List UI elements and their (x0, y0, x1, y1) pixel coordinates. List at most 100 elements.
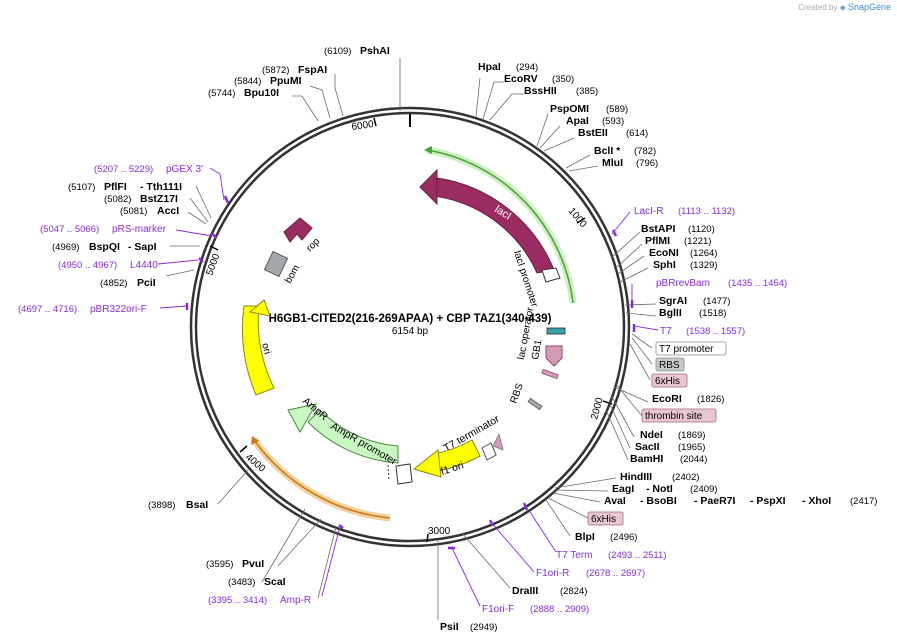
pflmi-label[interactable]: PflMI (645, 235, 670, 247)
amp-r-label[interactable]: Amp-R (280, 595, 311, 606)
bamhi-label[interactable]: BamHI (630, 453, 663, 465)
xhoi-label[interactable]: - XhoI (802, 495, 831, 507)
hindiii-label[interactable]: HindIII (620, 471, 652, 483)
eagi-pos: (2409) (690, 484, 717, 495)
bglii-pos: (1518) (699, 308, 726, 319)
t7-promoter-label: T7 promoter (659, 344, 714, 355)
t7-term-range: (2493 .. 2511) (608, 550, 666, 561)
pshai-label[interactable]: PshAI (360, 45, 390, 57)
bom-label: bom (283, 263, 302, 285)
bsshii-label[interactable]: BssHII (524, 85, 557, 97)
laci-range-line (426, 149, 574, 304)
mlui-label[interactable]: MluI (602, 157, 623, 169)
pflfi-label[interactable]: PflFI (104, 181, 127, 193)
his-tag-box-1[interactable] (651, 373, 688, 388)
pgex3-range: (5207 .. 5229) (94, 164, 153, 175)
backbone-inner (194, 111, 626, 543)
laci-r-label[interactable]: LacI-R (634, 206, 663, 217)
eagi-label[interactable]: EagI (612, 483, 634, 495)
pbrrevbam-label[interactable]: pBRrevBam (656, 278, 710, 289)
sapi-label[interactable]: - SapI (128, 241, 157, 253)
ecori-label[interactable]: EcoRI (652, 393, 682, 405)
laci-range-arrowhead (424, 146, 432, 154)
scai-label[interactable]: ScaI (264, 576, 286, 588)
ndei-label[interactable]: NdeI (640, 429, 663, 441)
rbs-label: RBS (508, 382, 525, 405)
pcii-pos: (4852) (100, 278, 127, 289)
bsai-label[interactable]: BsaI (186, 499, 208, 511)
bstz17i-label[interactable]: BstZ17I (140, 193, 178, 205)
ruler-tick-4000 (239, 445, 248, 453)
blpi-label[interactable]: BlpI (575, 531, 595, 543)
tth111i-label[interactable]: - Tth111I (140, 181, 182, 193)
avai-label[interactable]: AvaI (604, 495, 626, 507)
pvui-pos: (3595) (206, 559, 233, 570)
t7-terminator-mark (492, 432, 504, 451)
econi-label[interactable]: EcoNI (649, 247, 679, 259)
ruler-tick-6000 (373, 117, 377, 127)
econi-pos: (1264) (690, 248, 717, 259)
bpu10i-label[interactable]: Bpu10I (244, 87, 279, 99)
ndei-pos: (1869) (678, 430, 705, 441)
t7-promoter-box[interactable] (655, 341, 727, 356)
pbr322ori-f-label[interactable]: pBR322ori-F (90, 304, 147, 315)
sgrai-label[interactable]: SgrAI (659, 295, 687, 307)
apai-pos: (593) (602, 116, 624, 127)
laci-r-range: (1113 .. 1132) (678, 206, 735, 217)
paer7i-label[interactable]: - PaeR7I (694, 495, 736, 507)
psii-pos: (2949) (470, 622, 497, 633)
noti-label[interactable]: - NotI (646, 483, 673, 495)
bspqi-label[interactable]: BspQI (89, 241, 120, 253)
bcli-label[interactable]: BclI * (594, 145, 621, 157)
plasmid-length: 6154 bp (392, 326, 429, 337)
thrombin-site-box[interactable] (641, 408, 717, 423)
draiii-label[interactable]: DraIII (512, 585, 538, 597)
pspomi-label[interactable]: PspOMI (550, 103, 589, 115)
f1ori-r-label[interactable]: F1ori-R (536, 568, 569, 579)
t7-primer-label[interactable]: T7 (660, 326, 672, 337)
ampr-arrowhead (287, 403, 317, 434)
gb1-label: GB1 (530, 338, 544, 360)
ppumi-label[interactable]: PpuMI (270, 75, 302, 87)
sgrai-pos: (1477) (703, 296, 730, 307)
his-tag-box-2[interactable] (587, 511, 624, 526)
bsobi-label[interactable]: - BsoBI (640, 495, 677, 507)
pgex3-label[interactable]: pGEX 3' (166, 164, 203, 175)
l4440-label[interactable]: L4440 (130, 260, 158, 271)
fspai-pos: (5872) (262, 65, 289, 76)
sacii-pos: (1965) (678, 442, 705, 453)
backbone-outer (189, 106, 631, 548)
sacii-label[interactable]: SacII (635, 441, 660, 453)
pspxi-label[interactable]: - PspXI (750, 495, 786, 507)
hpai-label[interactable]: HpaI (478, 61, 501, 73)
t7-term-label[interactable]: T7 Term (556, 550, 593, 561)
leader-lines (165, 58, 657, 620)
rbs-box[interactable] (655, 357, 685, 372)
prs-marker-label[interactable]: pRS-marker (112, 224, 167, 235)
ampr-promoter-dash (387, 464, 390, 481)
psii-label[interactable]: PsiI (440, 621, 459, 633)
apai-label[interactable]: ApaI (566, 115, 589, 127)
f1ori-f-label[interactable]: F1ori-F (482, 604, 514, 615)
blpi-pos: (2496) (610, 532, 637, 543)
bstapi-label[interactable]: BstAPI (641, 223, 676, 235)
bcli-pos: (782) (634, 146, 656, 157)
ecorv-label[interactable]: EcoRV (504, 73, 538, 85)
pshai-pos: (6109) (324, 46, 351, 57)
pvui-label[interactable]: PvuI (242, 558, 264, 570)
amp-r-range: (3395 .. 3414) (208, 595, 267, 606)
rbs-mark (527, 397, 543, 411)
bglii-label[interactable]: BglII (659, 307, 682, 319)
bpu10i-pos: (5744) (208, 88, 235, 99)
his-tag-mark (541, 368, 559, 380)
fspai-label[interactable]: FspAI (298, 64, 327, 76)
primer-leads (157, 167, 659, 607)
pcii-label[interactable]: PciI (137, 277, 156, 289)
acci-label[interactable]: AccI (157, 205, 179, 217)
ruler-tick-3000 (426, 533, 429, 543)
bsteii-label[interactable]: BstEII (578, 127, 608, 139)
hindiii-pos: (2402) (672, 472, 699, 483)
bstapi-pos: (1120) (688, 224, 715, 235)
sphi-label[interactable]: SphI (653, 259, 676, 271)
